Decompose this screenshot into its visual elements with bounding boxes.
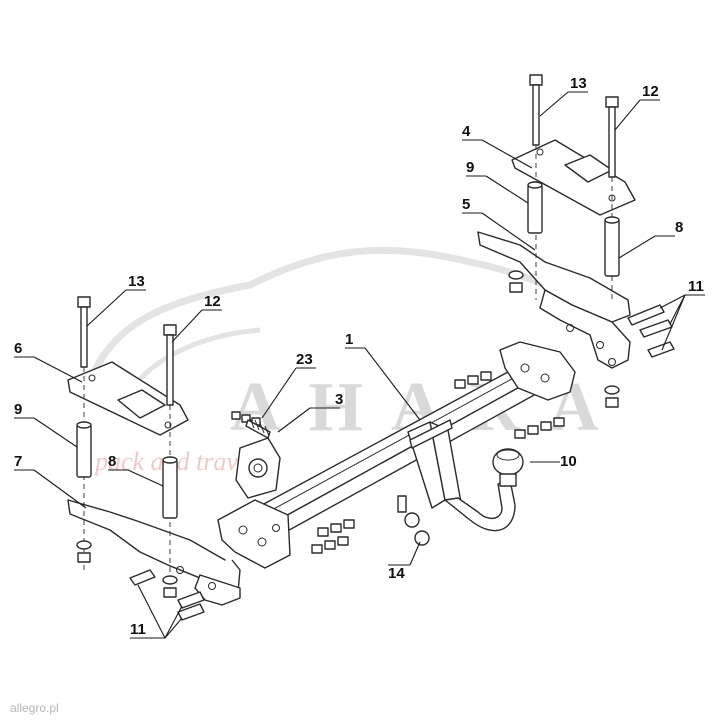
left-short-bolts	[129, 569, 205, 621]
callout-3: 3	[335, 391, 343, 408]
callout-8-right: 8	[675, 219, 683, 236]
right-beam-bracket	[499, 341, 576, 401]
callout-6: 6	[14, 340, 22, 357]
callout-13-right: 13	[570, 75, 587, 92]
callout-9-right: 9	[466, 159, 474, 176]
hitch-bolt-14	[397, 495, 430, 546]
callout-8-left: 8	[108, 453, 116, 470]
callout-12-left: 12	[204, 293, 221, 310]
right-long-bolts	[529, 74, 619, 300]
callout-5: 5	[462, 196, 470, 213]
callout-11-left: 11	[130, 621, 146, 638]
right-side-bracket-5	[477, 231, 631, 369]
hitch-arm	[407, 419, 516, 532]
callout-9-left: 9	[14, 401, 22, 418]
footer-source: allegro.pl	[10, 701, 59, 715]
callout-23: 23	[296, 351, 313, 368]
callout-7: 7	[14, 453, 22, 470]
right-short-bolts	[627, 304, 675, 358]
callout-13-left: 13	[128, 273, 145, 290]
callout-11-right: 11	[688, 278, 704, 295]
callout-1: 1	[345, 331, 353, 348]
callout-10: 10	[560, 453, 577, 470]
watermark-car-outline	[91, 246, 602, 372]
callout-4: 4	[462, 123, 471, 140]
callout-12-right: 12	[642, 83, 659, 100]
callouts: 1 3 4 5 6 7 8 8 9 9	[14, 75, 705, 639]
left-spacer-tubes	[76, 421, 178, 519]
socket-plate-3	[235, 437, 281, 499]
nuts-and-washers	[76, 270, 620, 598]
right-top-plate-4	[511, 139, 636, 216]
right-spacer-tubes	[527, 181, 620, 277]
left-beam-bracket	[217, 499, 291, 569]
left-side-bracket-7	[67, 499, 241, 606]
left-top-plate-6	[67, 361, 189, 436]
callout-14: 14	[388, 565, 405, 582]
tow-ball-10	[492, 448, 524, 487]
